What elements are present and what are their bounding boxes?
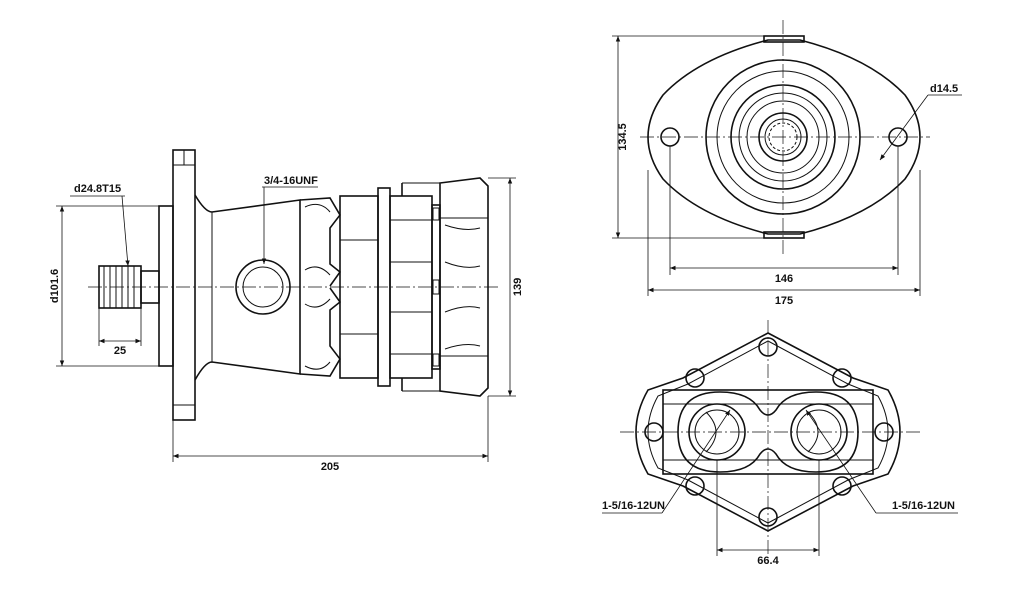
- rear-body-outline: [635, 332, 901, 532]
- front-view: 134.5 d14.5 146 175: [612, 20, 962, 307]
- front-dimensions: 134.5 d14.5 146 175: [612, 35, 962, 307]
- side-dimensions: d101.6 d24.8T15 25 3/4-16UNF 205 139: [49, 175, 524, 473]
- rear-dimensions: 1-5/16-12UN 1-5/16-12UN 66.4: [602, 409, 958, 567]
- front-flange-outline: [647, 39, 921, 235]
- front-spline-circle: [758, 112, 808, 162]
- overall-length-label: 205: [321, 461, 339, 473]
- pilot-diameter-label: d101.6: [49, 269, 61, 303]
- end-cap: [401, 177, 489, 397]
- housing-section: [299, 187, 441, 387]
- flange-width-label: 175: [775, 295, 793, 307]
- motor-body: [194, 194, 301, 381]
- rear-view: 1-5/16-12UN 1-5/16-12UN 66.4: [602, 320, 958, 567]
- port-boss: [677, 391, 859, 473]
- flange-height-label: 134.5: [617, 123, 629, 151]
- side-view: d101.6 d24.8T15 25 3/4-16UNF 205 139: [49, 149, 524, 473]
- side-height-label: 139: [512, 278, 524, 296]
- port-left-label: 1-5/16-12UN: [602, 500, 665, 512]
- case-port-label: 3/4-16UNF: [264, 175, 318, 187]
- mounting-flange: [172, 149, 196, 421]
- spline-label: d24.8T15: [74, 183, 121, 195]
- bolt-spacing-label: 146: [775, 273, 793, 285]
- port-right-label: 1-5/16-12UN: [892, 500, 955, 512]
- shaft-length-label: 25: [114, 345, 126, 357]
- bolt-hole-label: d14.5: [930, 83, 958, 95]
- port-spacing-label: 66.4: [757, 555, 779, 567]
- pilot-boss: [158, 205, 174, 367]
